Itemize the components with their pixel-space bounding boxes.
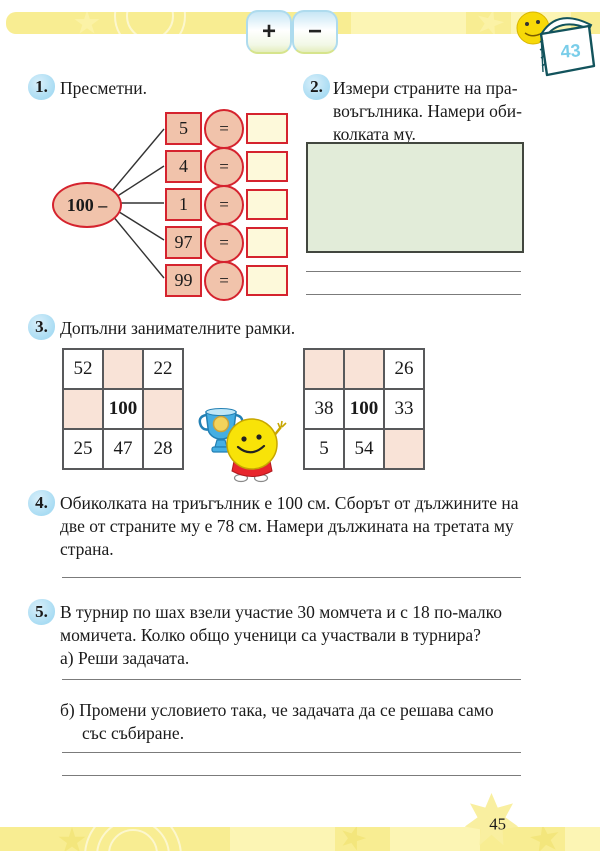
operand-box: 5 (165, 112, 202, 145)
task-5-text: В турнир по шах взели участие 30 момчета… (60, 601, 530, 670)
minuend-ellipse: 100 – (52, 182, 122, 228)
task-5-badge: 5. (28, 599, 55, 625)
task-5-line: В турнир по шах взели участие 30 момчета… (60, 602, 503, 622)
grid-cell: 28 (143, 429, 183, 469)
task-5a-label: а) Реши задачата. (60, 648, 190, 668)
task-2-line: колката му. (333, 124, 416, 144)
task-4-line: Обиколката на триъгълник е 100 см. Сборъ… (60, 493, 519, 513)
operand-box: 99 (165, 264, 202, 297)
lesson-number: 43 (560, 40, 581, 61)
grid-cell: 100 (103, 389, 143, 429)
star-decoration-icon (528, 827, 563, 851)
answer-line (62, 679, 521, 680)
equals-circle: = (204, 185, 244, 225)
minus-button: − (292, 10, 338, 54)
task-3-title: Допълни занимателните рамки. (60, 318, 296, 338)
trophy-smiley-icon (188, 398, 293, 483)
task-1-badge: 1. (28, 74, 55, 100)
grid-cell: 26 (384, 349, 424, 389)
page-number: 45 (489, 815, 506, 834)
grid-cell: 54 (344, 429, 384, 469)
star-decoration-icon (74, 12, 100, 34)
star-decoration-icon (58, 827, 86, 851)
answer-line (62, 577, 521, 578)
task-1-title: Пресметни. (60, 78, 147, 98)
task-4-badge: 4. (28, 490, 55, 516)
answer-line (306, 294, 521, 295)
grid-cell (63, 389, 103, 429)
operand-box: 4 (165, 150, 202, 183)
ring-decoration-icon (84, 827, 182, 851)
answer-box (246, 265, 288, 296)
answer-box (246, 113, 288, 144)
grid-cell (143, 389, 183, 429)
grid-cell: 52 (63, 349, 103, 389)
equals-circle: = (204, 147, 244, 187)
task-2-line: Измери страните на пра- (333, 78, 518, 98)
answer-line (62, 752, 521, 753)
task-4-text: Обиколката на триъгълник е 100 см. Сборъ… (60, 492, 530, 561)
grid-cell (103, 349, 143, 389)
task-4-line: страна. (60, 539, 114, 559)
task-5b-line: със събиране. (82, 723, 185, 743)
task-4-line: две от страните му е 78 см. Намери дължи… (60, 516, 514, 536)
grid-cell: 22 (143, 349, 183, 389)
subtraction-diagram: 100 – 5 4 1 97 99 = = = = = (40, 105, 290, 301)
grid-cell (384, 429, 424, 469)
equals-circle: = (204, 109, 244, 149)
star-decoration-icon (337, 827, 370, 851)
grid-cell: 5 (304, 429, 344, 469)
task-2-text: Измери страните на пра- воъгълника. Наме… (333, 77, 533, 146)
operand-box: 1 (165, 188, 202, 221)
measure-rectangle (306, 142, 524, 253)
grid-cell: 47 (103, 429, 143, 469)
answer-line (62, 775, 521, 776)
grid-cell: 38 (304, 389, 344, 429)
equals-circle: = (204, 261, 244, 301)
answer-box (246, 227, 288, 258)
task-2-line: воъгълника. Намери оби- (333, 101, 522, 121)
page-number-star: 45 (463, 792, 520, 849)
task-2-badge: 2. (303, 74, 330, 100)
operand-box: 97 (165, 226, 202, 259)
equals-circle: = (204, 223, 244, 263)
plus-button: + (246, 10, 292, 54)
answer-box (246, 189, 288, 220)
number-grid-2: 26 38 100 33 5 54 (303, 348, 425, 470)
grid-cell: 25 (63, 429, 103, 469)
grid-cell (344, 349, 384, 389)
grid-cell: 100 (344, 389, 384, 429)
connector-lines (111, 128, 165, 279)
grid-cell: 33 (384, 389, 424, 429)
lesson-book-icon: 43 (513, 4, 598, 77)
star-decoration-icon (473, 12, 507, 34)
number-grid-1: 52 22 100 25 47 28 (62, 348, 184, 470)
ring-decoration-icon (114, 12, 186, 34)
answer-box (246, 151, 288, 182)
grid-cell (304, 349, 344, 389)
task-5-line: момичета. Колко общо ученици са участвал… (60, 625, 481, 645)
task-5b-line: б) Промени условието така, че задачата д… (60, 700, 494, 720)
task-3-badge: 3. (28, 314, 55, 340)
answer-line (306, 271, 521, 272)
task-5b-text: б) Промени условието така, че задачата д… (60, 699, 530, 745)
